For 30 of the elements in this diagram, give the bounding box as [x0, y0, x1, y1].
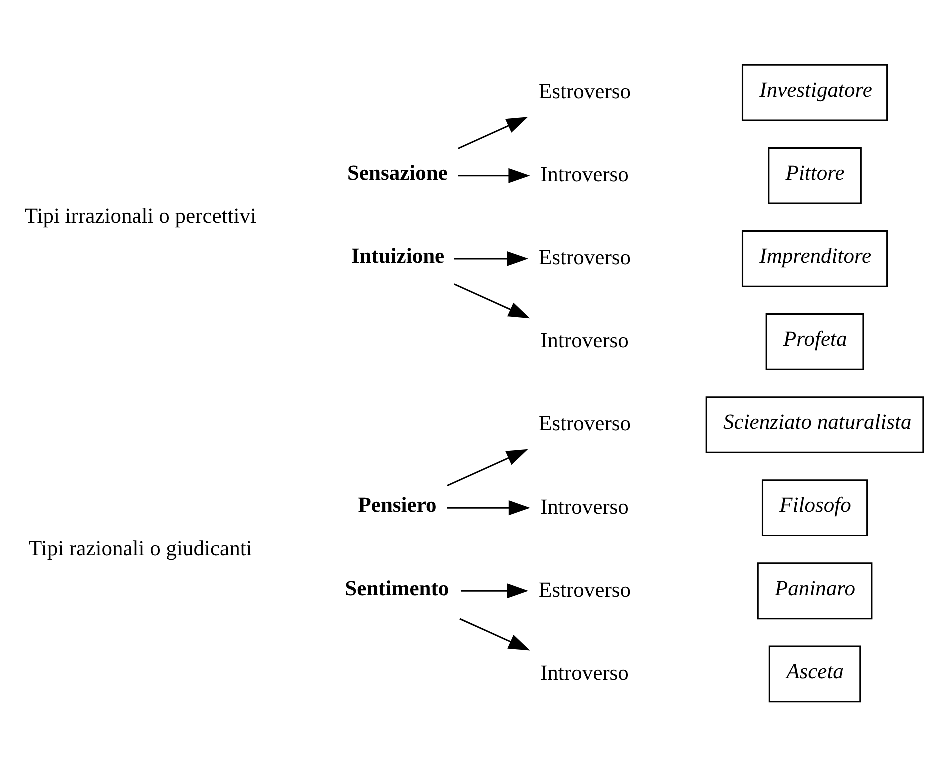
arrow: [448, 500, 530, 516]
node-box: Scienziato naturalista: [706, 396, 924, 454]
node-text: Estroverso: [538, 246, 632, 270]
node-text: Estroverso: [538, 80, 632, 104]
arrow: [454, 251, 529, 266]
node-box: Asceta: [768, 646, 862, 703]
node-box: Filosofo: [762, 480, 868, 537]
label: Tipi razionali o giudicanti: [29, 536, 252, 560]
arrow: [458, 168, 530, 184]
node-box: Imprenditore: [742, 230, 888, 288]
node-text: Introverso: [540, 494, 629, 519]
node-box: Profeta: [766, 314, 864, 370]
label: Tipi irrazionali o percettivi: [24, 204, 256, 228]
node-text: Intuizione: [351, 244, 445, 268]
arrow: [454, 284, 530, 319]
node-text: Introverso: [540, 660, 629, 685]
arrow: [460, 618, 530, 651]
node-text: Pensiero: [358, 493, 437, 518]
arrow: [447, 449, 528, 487]
node-box: Pittore: [768, 147, 862, 204]
node-text: Introverso: [540, 328, 629, 353]
node-box: Investigatore: [742, 64, 888, 122]
node-box: Paninaro: [757, 562, 873, 620]
arrow: [460, 584, 529, 599]
node-text: Introverso: [540, 162, 629, 187]
node-text: Sensazione: [348, 161, 448, 186]
node-text: Sentimento: [345, 576, 450, 600]
arrow: [458, 117, 528, 150]
node-text: Estroverso: [538, 412, 632, 436]
node-text: Estroverso: [538, 578, 632, 602]
